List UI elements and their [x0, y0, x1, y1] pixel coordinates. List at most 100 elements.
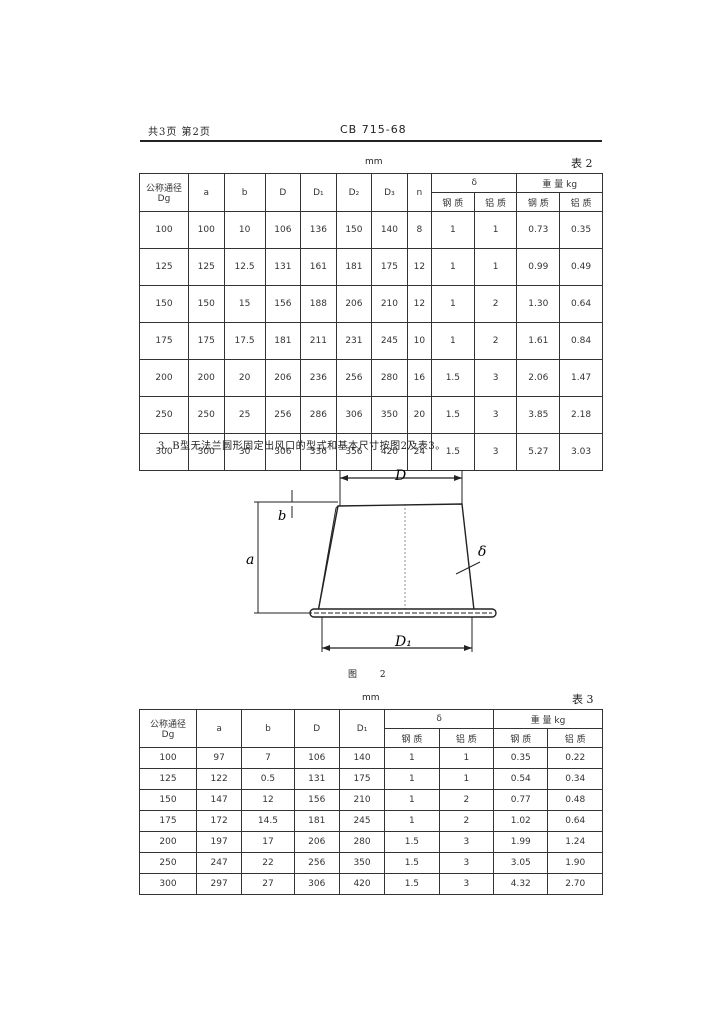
table-cell: 356 — [335, 433, 373, 471]
table-cell: 1.47 — [559, 359, 603, 397]
table-cell: 1 — [473, 248, 518, 286]
table-cell: 131 — [293, 768, 340, 790]
table-cell: 8 — [406, 211, 433, 249]
table-cell: 3 — [473, 359, 518, 397]
col-b: b — [241, 709, 295, 748]
cone-outline — [317, 503, 475, 613]
col-dg: 公称通径 Dg — [139, 709, 197, 748]
table-cell: 140 — [338, 747, 386, 769]
table-cell: 175 — [188, 322, 225, 360]
table-cell: 20 — [223, 359, 266, 397]
table-cell: 0.22 — [547, 747, 603, 769]
col-weight-al: 铝 质 — [559, 192, 603, 212]
figure-2-drawing: D a b δ D₁ — [246, 468, 497, 652]
table-cell: 1.5 — [384, 831, 440, 853]
table-cell: 1 — [431, 285, 475, 323]
table-cell: 1.5 — [384, 852, 440, 874]
table-cell: 300 — [139, 433, 189, 471]
table-cell: 147 — [195, 789, 243, 811]
table3-label: 表 3 — [572, 693, 594, 706]
table-cell: 106 — [293, 747, 340, 769]
table-cell: 200 — [139, 831, 197, 853]
table-cell: 122 — [195, 768, 243, 790]
table-cell: 0.54 — [493, 768, 549, 790]
table-cell: 1 — [473, 211, 518, 249]
table-cell: 420 — [371, 433, 408, 471]
table-cell: 1.5 — [431, 359, 475, 397]
table-cell: 27 — [241, 873, 295, 895]
table-cell: 3 — [473, 396, 518, 434]
arrow-left-icon — [340, 475, 348, 481]
table-cell: 1 — [431, 248, 475, 286]
table-cell: 161 — [300, 248, 337, 286]
table-cell: 280 — [338, 831, 386, 853]
table-cell: 0.5 — [241, 768, 295, 790]
table-cell: 306 — [264, 433, 302, 471]
table-cell: 1.5 — [384, 873, 440, 895]
col-dg-sub: Dg — [157, 194, 171, 204]
table-cell: 1 — [431, 211, 475, 249]
table-cell: 25 — [223, 396, 266, 434]
table-cell: 3.85 — [516, 396, 561, 434]
arrow-left-icon — [322, 645, 330, 651]
table-cell: 1.99 — [493, 831, 549, 853]
table-cell: 300 — [139, 873, 197, 895]
table-cell: 175 — [338, 768, 386, 790]
table-cell: 1 — [384, 768, 440, 790]
cone-inner-left — [317, 505, 339, 613]
table-cell: 297 — [195, 873, 243, 895]
table-cell: 5.27 — [516, 433, 561, 471]
table-cell: 150 — [139, 789, 197, 811]
table-cell: 150 — [335, 211, 373, 249]
table-cell: 1 — [438, 768, 495, 790]
table-cell: 22 — [241, 852, 295, 874]
table-cell: 2.70 — [547, 873, 603, 895]
table-cell: 250 — [139, 852, 197, 874]
table-cell: 172 — [195, 810, 243, 832]
table-cell: 181 — [335, 248, 373, 286]
table-cell: 197 — [195, 831, 243, 853]
col-weight-steel: 钢 质 — [516, 192, 561, 212]
table-cell: 0.64 — [547, 810, 603, 832]
standard-number: CB 715-68 — [340, 123, 407, 136]
table-2: 公称通径 Dg a b D D₁ D₂ D₃ n δ 重 量 kg 钢 质 铝 … — [139, 173, 603, 471]
table-cell: 1 — [431, 322, 475, 360]
table-cell: 211 — [300, 322, 337, 360]
table-cell: 17 — [241, 831, 295, 853]
table-cell: 256 — [264, 396, 302, 434]
col-a: a — [188, 173, 225, 212]
table-cell: 3 — [438, 831, 495, 853]
table-cell: 0.35 — [493, 747, 549, 769]
table-cell: 156 — [293, 789, 340, 811]
table-cell: 0.84 — [559, 322, 603, 360]
label-delta: δ — [478, 544, 486, 560]
table-cell: 1 — [384, 747, 440, 769]
table-cell: 1.61 — [516, 322, 561, 360]
table-cell: 17.5 — [223, 322, 266, 360]
table-cell: 0.64 — [559, 285, 603, 323]
table-cell: 1.5 — [431, 396, 475, 434]
table-cell: 206 — [335, 285, 373, 323]
col-delta-al: 铝 质 — [438, 728, 495, 748]
col-D1: D₁ — [300, 173, 337, 212]
table-cell: 181 — [264, 322, 302, 360]
arrow-right-icon — [454, 475, 462, 481]
table-cell: 0.73 — [516, 211, 561, 249]
table-cell: 206 — [264, 359, 302, 397]
col-dg: 公称通径 Dg — [139, 173, 189, 212]
table-cell: 106 — [264, 211, 302, 249]
table-cell: 1 — [438, 747, 495, 769]
table-cell: 125 — [139, 768, 197, 790]
table-cell: 306 — [335, 396, 373, 434]
table-cell: 245 — [338, 810, 386, 832]
table2-unit: mm — [365, 157, 383, 167]
col-b: b — [223, 173, 266, 212]
table2-label: 表 2 — [571, 157, 593, 170]
figure-caption: 图 2 — [348, 670, 396, 680]
table-cell: 206 — [293, 831, 340, 853]
